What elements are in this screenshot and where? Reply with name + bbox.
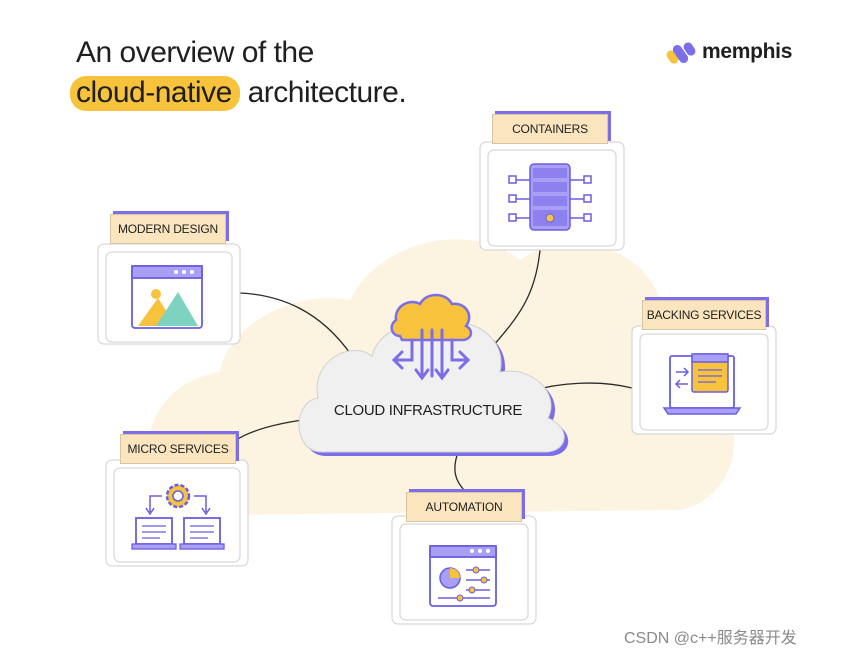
server-rack-icon [508,163,592,231]
gear-laptops-icon [131,483,225,550]
brand-name: memphis [702,40,793,63]
label-modern-design: MODERN DESIGN [110,214,226,244]
central-cloud [298,322,569,456]
dashboard-sliders-icon [429,545,497,607]
brand-logo: memphis [668,40,792,64]
label-backing-services: BACKING SERVICES [642,300,766,330]
label-micro-services: MICRO SERVICES [120,434,236,464]
card-micro-services [105,459,249,567]
label-automation: AUTOMATION [406,492,522,522]
laptop-document-icon [662,353,742,415]
center-label: CLOUD INFRASTRUCTURE [333,402,523,419]
page-title-line-2: cloud-native architecture. [70,76,407,111]
image-window-icon [131,265,203,329]
memphis-logo-icon [666,42,696,64]
page-title-line-1: An overview of the [76,36,314,69]
title-rest: architecture. [239,76,407,109]
watermark: CSDN @c++服务器开发 [624,630,797,647]
title-highlight: cloud-native [70,76,240,111]
connector-automation [454,451,465,491]
connector-modern-design [239,292,353,357]
connector-containers [487,249,541,353]
cloud-upload-download-icon [390,293,473,381]
label-containers: CONTAINERS [492,114,608,144]
